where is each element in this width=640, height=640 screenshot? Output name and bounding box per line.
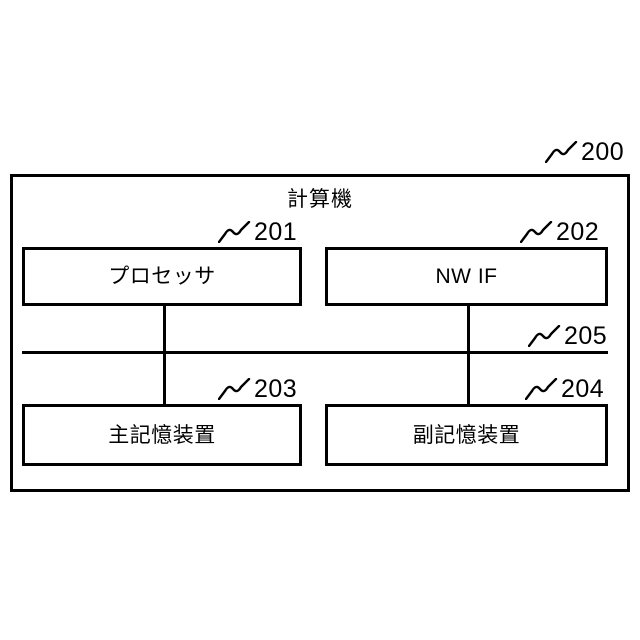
reference-numeral: 203 — [254, 375, 298, 403]
reference-numeral: 204 — [561, 375, 605, 403]
block-processor-label: プロセッサ — [108, 265, 216, 288]
squiggle-leader-icon — [218, 378, 251, 400]
squiggle-leader-icon — [545, 141, 578, 163]
callout-202: 202 — [520, 218, 600, 246]
block-network-interface-label: NW IF — [435, 265, 498, 288]
reference-numeral: 200 — [581, 138, 625, 166]
block-main-memory-label: 主記憶装置 — [108, 423, 216, 447]
block-secondary-storage-label: 副記憶装置 — [412, 423, 521, 447]
connector-processor-to-bus — [163, 303, 166, 407]
reference-numeral: 202 — [556, 218, 600, 246]
block-main-memory: 主記憶装置 — [22, 404, 302, 466]
squiggle-leader-icon — [218, 221, 251, 243]
callout-205: 205 — [528, 322, 608, 350]
callout-203: 203 — [218, 375, 298, 403]
system-bus-line — [22, 351, 608, 354]
squiggle-leader-icon — [520, 221, 553, 243]
reference-numeral: 205 — [564, 322, 608, 350]
callout-200: 200 — [545, 138, 625, 166]
squiggle-leader-icon — [528, 325, 561, 347]
reference-numeral: 201 — [254, 218, 298, 246]
squiggle-leader-icon — [525, 378, 558, 400]
block-network-interface: NW IF — [325, 247, 608, 306]
block-processor: プロセッサ — [22, 247, 302, 306]
callout-204: 204 — [525, 375, 605, 403]
enclosure-title: 計算機 — [287, 188, 353, 211]
callout-201: 201 — [218, 218, 298, 246]
connector-nwif-to-bus — [467, 303, 470, 407]
block-secondary-storage: 副記憶装置 — [325, 404, 608, 466]
